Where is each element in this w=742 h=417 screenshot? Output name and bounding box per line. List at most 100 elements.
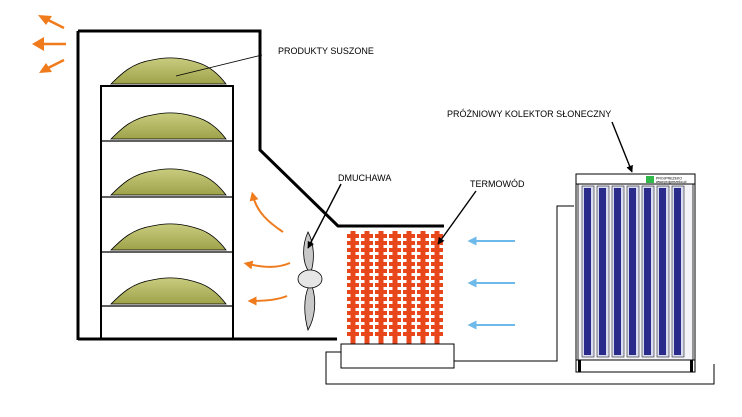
heat-pipe-fin	[389, 311, 401, 315]
heat-pipe-fin	[375, 255, 387, 259]
heat-pipe-fin	[403, 297, 415, 301]
heat-pipe-fin	[417, 290, 429, 294]
label-heat-pipe: TERMOWÓD	[470, 179, 525, 189]
heat-pipe-fin	[417, 248, 429, 252]
heat-pipe-fin	[375, 311, 387, 315]
vacuum-tube-absorber	[614, 188, 621, 355]
heat-pipe-fin	[375, 325, 387, 329]
heat-pipe-fin	[431, 318, 443, 322]
heat-pipe	[347, 231, 443, 368]
heat-pipe-fin	[361, 304, 373, 308]
heat-pipe-fin	[347, 297, 359, 301]
heat-pipe-fin	[375, 290, 387, 294]
heat-pipe-fin	[403, 304, 415, 308]
heat-pipe-fin	[375, 332, 387, 336]
vacuum-tube-absorber	[629, 188, 636, 355]
heat-pipe-fin	[431, 304, 443, 308]
heat-pipe-fin	[417, 262, 429, 266]
heat-pipe-fin	[417, 325, 429, 329]
vacuum-tube-absorber	[599, 188, 606, 355]
heat-pipe-fin	[347, 255, 359, 259]
heat-pipe-fin	[389, 269, 401, 273]
exhaust-arrow-icon	[39, 58, 65, 73]
heat-pipe-fin	[403, 332, 415, 336]
heat-pipe-fin	[431, 290, 443, 294]
heat-pipe-fin	[347, 290, 359, 294]
heat-pipe-fin	[403, 318, 415, 322]
heat-pipe-fin	[389, 276, 401, 280]
curved-arrow-icon	[243, 260, 291, 270]
fan-icon	[297, 231, 323, 332]
heat-pipe-fin	[389, 297, 401, 301]
heat-pipe-fin	[417, 318, 429, 322]
product-pile	[110, 112, 227, 140]
heat-pipe-fin	[431, 283, 443, 287]
heat-pipe-fin	[417, 269, 429, 273]
exhaust-arrow-icon	[38, 15, 65, 30]
heat-pipe-fin	[389, 304, 401, 308]
heat-pipe-fin	[431, 248, 443, 252]
heat-pipe-fin	[417, 297, 429, 301]
heat-pipe-fin	[431, 262, 443, 266]
heat-pipe-fin	[417, 234, 429, 238]
heat-pipe-fin	[403, 269, 415, 273]
product-pile	[110, 223, 227, 251]
heat-pipe-fin	[347, 332, 359, 336]
heat-pipe-fin	[361, 290, 373, 294]
heat-pipe-fin	[347, 283, 359, 287]
cold-air-arrows	[467, 236, 515, 330]
collector-feet	[578, 360, 693, 372]
heat-pipe-fin	[361, 332, 373, 336]
brand-url: www.projprezeko.pl	[656, 180, 687, 184]
brand-logo	[646, 176, 654, 183]
heat-pipe-fin	[375, 234, 387, 238]
heat-pipe-fin	[389, 248, 401, 252]
product-pile	[110, 277, 227, 305]
heat-pipe-fin	[403, 325, 415, 329]
heat-pipe-fin	[347, 311, 359, 315]
heat-pipe-fin	[389, 332, 401, 336]
heat-pipe-fin	[431, 276, 443, 280]
vacuum-tube-absorber	[659, 188, 666, 355]
heat-pipe-fin	[361, 311, 373, 315]
heat-pipe-fin	[361, 283, 373, 287]
heat-pipe-fin	[375, 283, 387, 287]
heat-pipe-fin	[347, 325, 359, 329]
heat-pipe-fin	[347, 241, 359, 245]
heat-pipe-fin	[361, 269, 373, 273]
heat-pipe-fin	[389, 234, 401, 238]
heat-pipe-header	[340, 343, 455, 369]
heat-pipe-fin	[375, 276, 387, 280]
curved-arrow-icon	[247, 295, 288, 306]
heat-pipe-fin	[431, 311, 443, 315]
heat-pipe-fin	[347, 248, 359, 252]
heat-pipe-fin	[389, 255, 401, 259]
heat-pipe-fin	[361, 255, 373, 259]
heat-pipe-fin	[347, 318, 359, 322]
product-pile	[110, 168, 227, 196]
brand-name: PROJPREZEKO	[656, 177, 682, 181]
heat-pipe-fin	[347, 262, 359, 266]
drying-rack	[100, 85, 234, 340]
heat-pipe-fin	[403, 248, 415, 252]
heat-pipe-fin	[417, 332, 429, 336]
heat-pipe-fin	[375, 318, 387, 322]
heat-pipe-fin	[361, 241, 373, 245]
vacuum-tube-absorber	[674, 188, 681, 355]
connecting-pipe	[325, 205, 715, 385]
heat-pipe-fin	[403, 255, 415, 259]
label-collector: PRÓŻNIOWY KOLEKTOR SŁONECZNY	[447, 109, 611, 119]
heat-pipe-fin	[375, 297, 387, 301]
heat-pipe-fin	[375, 269, 387, 273]
heat-pipe-fin	[347, 304, 359, 308]
heat-pipe-fin	[389, 318, 401, 322]
heat-pipe-fin	[403, 241, 415, 245]
product-piles	[110, 57, 227, 305]
heat-pipe-fin	[431, 234, 443, 238]
warm-air-arrows	[243, 191, 291, 306]
heat-pipe-fin	[431, 241, 443, 245]
exhaust-arrow-icon	[32, 37, 66, 51]
heat-pipe-fin	[403, 283, 415, 287]
heat-pipe-fin	[403, 234, 415, 238]
